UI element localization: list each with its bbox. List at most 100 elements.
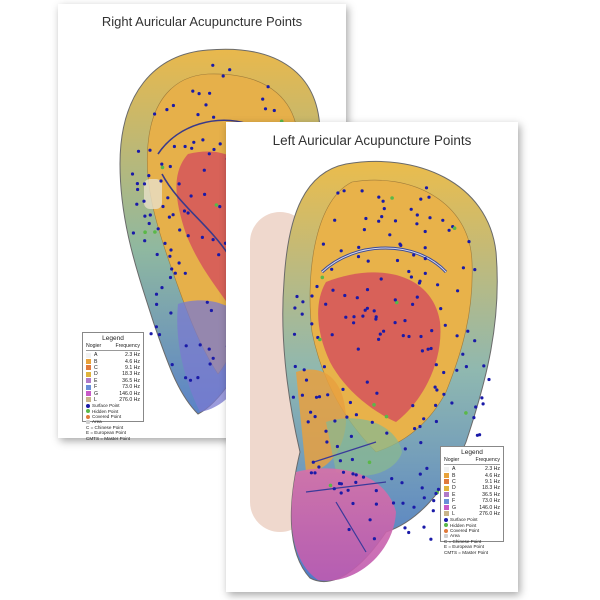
acupuncture-point xyxy=(200,235,204,239)
acupuncture-point xyxy=(143,239,147,243)
acupuncture-point xyxy=(196,113,200,117)
acupuncture-point xyxy=(212,115,216,119)
acupuncture-point xyxy=(372,403,376,407)
legend-letter: E xyxy=(94,377,98,384)
acupuncture-point xyxy=(184,344,188,348)
acupuncture-point xyxy=(354,480,358,484)
acupuncture-point xyxy=(314,395,319,399)
acupuncture-point xyxy=(131,231,135,235)
key-hidden: Hidden Point xyxy=(450,522,477,528)
acupuncture-point xyxy=(324,429,328,433)
acupuncture-point xyxy=(211,63,215,67)
acupuncture-point xyxy=(420,486,424,490)
legend-key: Surface Point Hidden Point Covered Point… xyxy=(444,517,500,555)
acupuncture-point xyxy=(411,404,415,408)
acupuncture-point xyxy=(189,194,193,198)
acupuncture-point xyxy=(211,356,215,360)
acupuncture-point xyxy=(473,268,477,272)
acupuncture-point xyxy=(330,267,334,271)
acupuncture-point xyxy=(153,230,157,234)
acupuncture-point xyxy=(482,364,486,368)
acupuncture-point xyxy=(365,306,369,310)
legend-frequency: 2.3 Hz xyxy=(485,466,500,473)
left-ear-antihelix-band-2 xyxy=(321,247,447,273)
acupuncture-point xyxy=(149,332,153,336)
acupuncture-point xyxy=(320,275,325,280)
acupuncture-point xyxy=(381,199,385,203)
acupuncture-point xyxy=(205,300,209,304)
acupuncture-point xyxy=(168,275,173,280)
acupuncture-point xyxy=(400,481,404,485)
acupuncture-point xyxy=(360,189,364,193)
acupuncture-point xyxy=(209,308,213,313)
acupuncture-point xyxy=(263,107,268,111)
acupuncture-point xyxy=(403,447,407,451)
acupuncture-point xyxy=(377,219,381,223)
acupuncture-point xyxy=(378,332,382,336)
legend-swatch xyxy=(86,391,91,397)
acupuncture-point xyxy=(142,182,147,186)
acupuncture-point xyxy=(450,401,454,405)
legend-frequency: 276.0 Hz xyxy=(479,510,500,517)
acupuncture-point xyxy=(354,473,358,477)
acupuncture-point xyxy=(328,483,333,488)
legend-frequency: 2.3 Hz xyxy=(125,352,140,359)
acupuncture-point xyxy=(156,227,160,231)
acupuncture-point xyxy=(341,387,345,391)
acupuncture-point xyxy=(295,294,299,299)
acupuncture-point xyxy=(393,298,397,302)
acupuncture-point xyxy=(455,334,459,338)
acupuncture-point xyxy=(184,376,188,380)
acupuncture-point xyxy=(311,460,315,464)
acupuncture-point xyxy=(228,68,232,72)
acupuncture-point xyxy=(135,202,139,206)
legend-letter: F xyxy=(452,498,456,505)
acupuncture-point xyxy=(332,487,336,491)
acupuncture-point xyxy=(382,207,386,211)
acupuncture-point xyxy=(261,97,265,101)
acupuncture-point xyxy=(431,509,435,513)
acupuncture-point xyxy=(433,385,437,389)
key-chinese: C = Chinese Point xyxy=(444,538,482,544)
legend-swatch xyxy=(444,466,449,472)
acupuncture-point xyxy=(310,322,314,326)
hidden-dot-icon xyxy=(86,409,90,414)
acupuncture-point xyxy=(161,204,165,209)
acupuncture-point xyxy=(423,271,427,275)
acupuncture-point xyxy=(163,241,167,245)
acupuncture-point xyxy=(407,530,411,535)
acupuncture-point xyxy=(352,321,356,325)
legend-swatch xyxy=(86,378,91,384)
acupuncture-point xyxy=(293,364,297,369)
legend-letter: F xyxy=(94,384,98,391)
acupuncture-point xyxy=(352,315,356,319)
key-master: CMTS = Master Point xyxy=(86,435,131,441)
acupuncture-point xyxy=(166,196,170,200)
acupuncture-point xyxy=(326,393,330,397)
key-master: CMTS = Master Point xyxy=(444,549,489,555)
acupuncture-point xyxy=(186,211,190,215)
left-ear-red-region xyxy=(318,272,441,422)
area-icon xyxy=(86,420,90,425)
acupuncture-point xyxy=(418,424,422,429)
acupuncture-point xyxy=(422,525,426,529)
acupuncture-point xyxy=(207,152,211,156)
legend-header: Nogier Frequency xyxy=(86,343,140,351)
acupuncture-point xyxy=(474,405,478,409)
key-area: Area xyxy=(450,533,460,539)
acupuncture-point xyxy=(434,403,438,407)
acupuncture-point xyxy=(165,108,169,112)
acupuncture-point xyxy=(343,293,347,298)
acupuncture-point xyxy=(153,112,157,116)
acupuncture-point xyxy=(292,332,297,336)
left-ear-chart xyxy=(250,160,498,583)
acupuncture-point xyxy=(419,197,423,201)
acupuncture-point xyxy=(467,240,471,244)
legend-letter: G xyxy=(452,504,457,511)
acupuncture-point xyxy=(350,457,354,462)
acupuncture-point xyxy=(382,329,386,333)
